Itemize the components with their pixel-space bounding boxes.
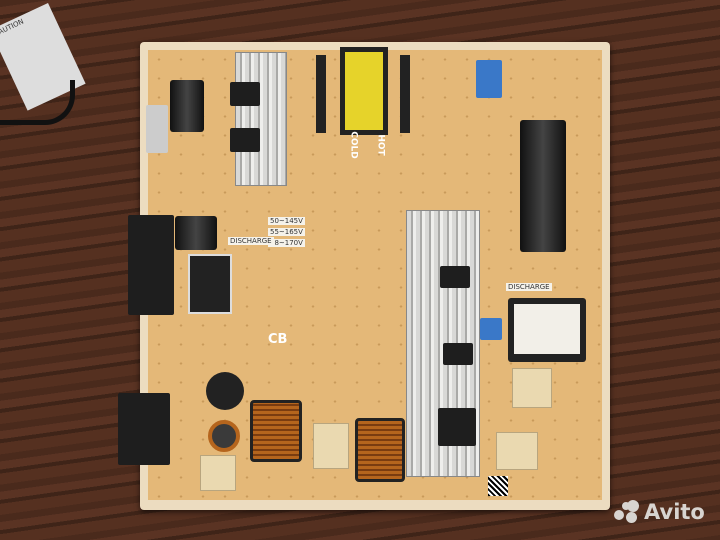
cb-mark: CB bbox=[268, 332, 288, 347]
common-mode-choke bbox=[250, 400, 302, 462]
avito-text: Avito bbox=[644, 500, 705, 524]
qr-code bbox=[488, 476, 508, 496]
capacitor-bank bbox=[170, 80, 204, 132]
y-capacitor bbox=[313, 423, 349, 469]
output-connector bbox=[128, 215, 174, 315]
top-heatsink bbox=[235, 52, 287, 186]
transistor bbox=[440, 266, 470, 288]
output-inductor bbox=[188, 254, 232, 314]
transistor bbox=[230, 82, 260, 106]
discharge-label: DISCHARGE bbox=[228, 237, 274, 245]
transistor bbox=[443, 343, 473, 365]
capacitor-bank bbox=[175, 216, 217, 250]
y-capacitor bbox=[512, 368, 552, 408]
toroid-inductor bbox=[208, 420, 240, 452]
caution-text: CAUTION bbox=[0, 17, 25, 39]
main-transformer bbox=[340, 47, 388, 135]
small-connector bbox=[146, 105, 168, 153]
y-capacitor bbox=[496, 432, 538, 470]
transformer-pins bbox=[316, 55, 410, 133]
bridge-rectifier bbox=[438, 408, 476, 446]
ac-input-connector bbox=[118, 393, 170, 465]
voltage-range-label: 55~165V bbox=[268, 228, 305, 236]
avito-watermark: Avito bbox=[614, 500, 705, 524]
transistor bbox=[230, 128, 260, 152]
voltage-range-label: 50~145V bbox=[268, 217, 305, 225]
transformer-label bbox=[514, 304, 580, 354]
avito-logo-icon bbox=[614, 500, 640, 524]
hot-label: HOT bbox=[375, 134, 386, 156]
discharge-label: DISCHARGE bbox=[506, 283, 552, 291]
power-cable bbox=[0, 80, 75, 125]
capacitor bbox=[480, 318, 502, 340]
bulk-capacitor bbox=[520, 120, 566, 252]
cold-label: COLD bbox=[348, 131, 359, 159]
common-mode-choke bbox=[355, 418, 405, 482]
y-capacitor bbox=[200, 455, 236, 491]
x-capacitor bbox=[476, 60, 502, 98]
voltage-range-label: 58~170V bbox=[268, 239, 305, 247]
thermistor bbox=[206, 372, 244, 410]
